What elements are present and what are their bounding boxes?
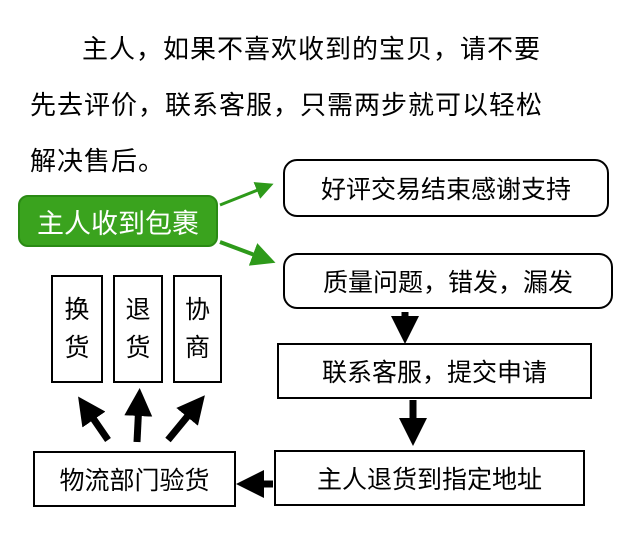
exchange-char-1: 换: [64, 295, 90, 324]
refund-char-2: 货: [125, 333, 151, 362]
arrow-to-refund: [124, 388, 153, 443]
intro-line-3: 解决售后。: [30, 147, 166, 177]
intro-line-1: 主人，如果不喜欢收到的宝贝，请不要: [82, 35, 542, 65]
arrow-start-to-problem: [219, 240, 276, 266]
logistics-box: 物流部门验货: [33, 451, 236, 507]
start-label: 主人收到包裹: [37, 208, 199, 240]
refund-char-1: 退: [125, 295, 151, 324]
intro-text: 主人，如果不喜欢收到的宝贝，请不要 先去评价，联系客服，只需两步就可以轻松 解决…: [30, 22, 605, 190]
contact-label: 联系客服，提交申请: [321, 358, 547, 387]
start-box: 主人收到包裹: [18, 195, 218, 247]
logistics-label: 物流部门验货: [59, 466, 210, 495]
problem-box: 质量问题，错发，漏发: [283, 253, 613, 309]
arrow-start-to-positive: [219, 182, 274, 207]
contact-box: 联系客服，提交申请: [277, 343, 592, 399]
negotiate-box: 协 商: [173, 275, 222, 383]
positive-box: 好评交易结束感谢支持: [283, 159, 609, 217]
return-box: 主人退货到指定地址: [274, 450, 585, 506]
exchange-box: 换 货: [51, 275, 103, 383]
positive-label: 好评交易结束感谢支持: [320, 175, 571, 204]
negotiate-char-2: 商: [184, 333, 210, 362]
arrow-to-negotiate: [165, 395, 205, 443]
arrow-to-exchange: [78, 396, 111, 442]
problem-label: 质量问题，错发，漏发: [322, 268, 573, 297]
intro-line-2: 先去评价，联系客服，只需两步就可以轻松: [30, 91, 544, 121]
exchange-char-2: 货: [64, 333, 90, 362]
return-label: 主人退货到指定地址: [316, 465, 542, 494]
negotiate-char-1: 协: [184, 295, 210, 324]
refund-box: 退 货: [113, 275, 163, 383]
